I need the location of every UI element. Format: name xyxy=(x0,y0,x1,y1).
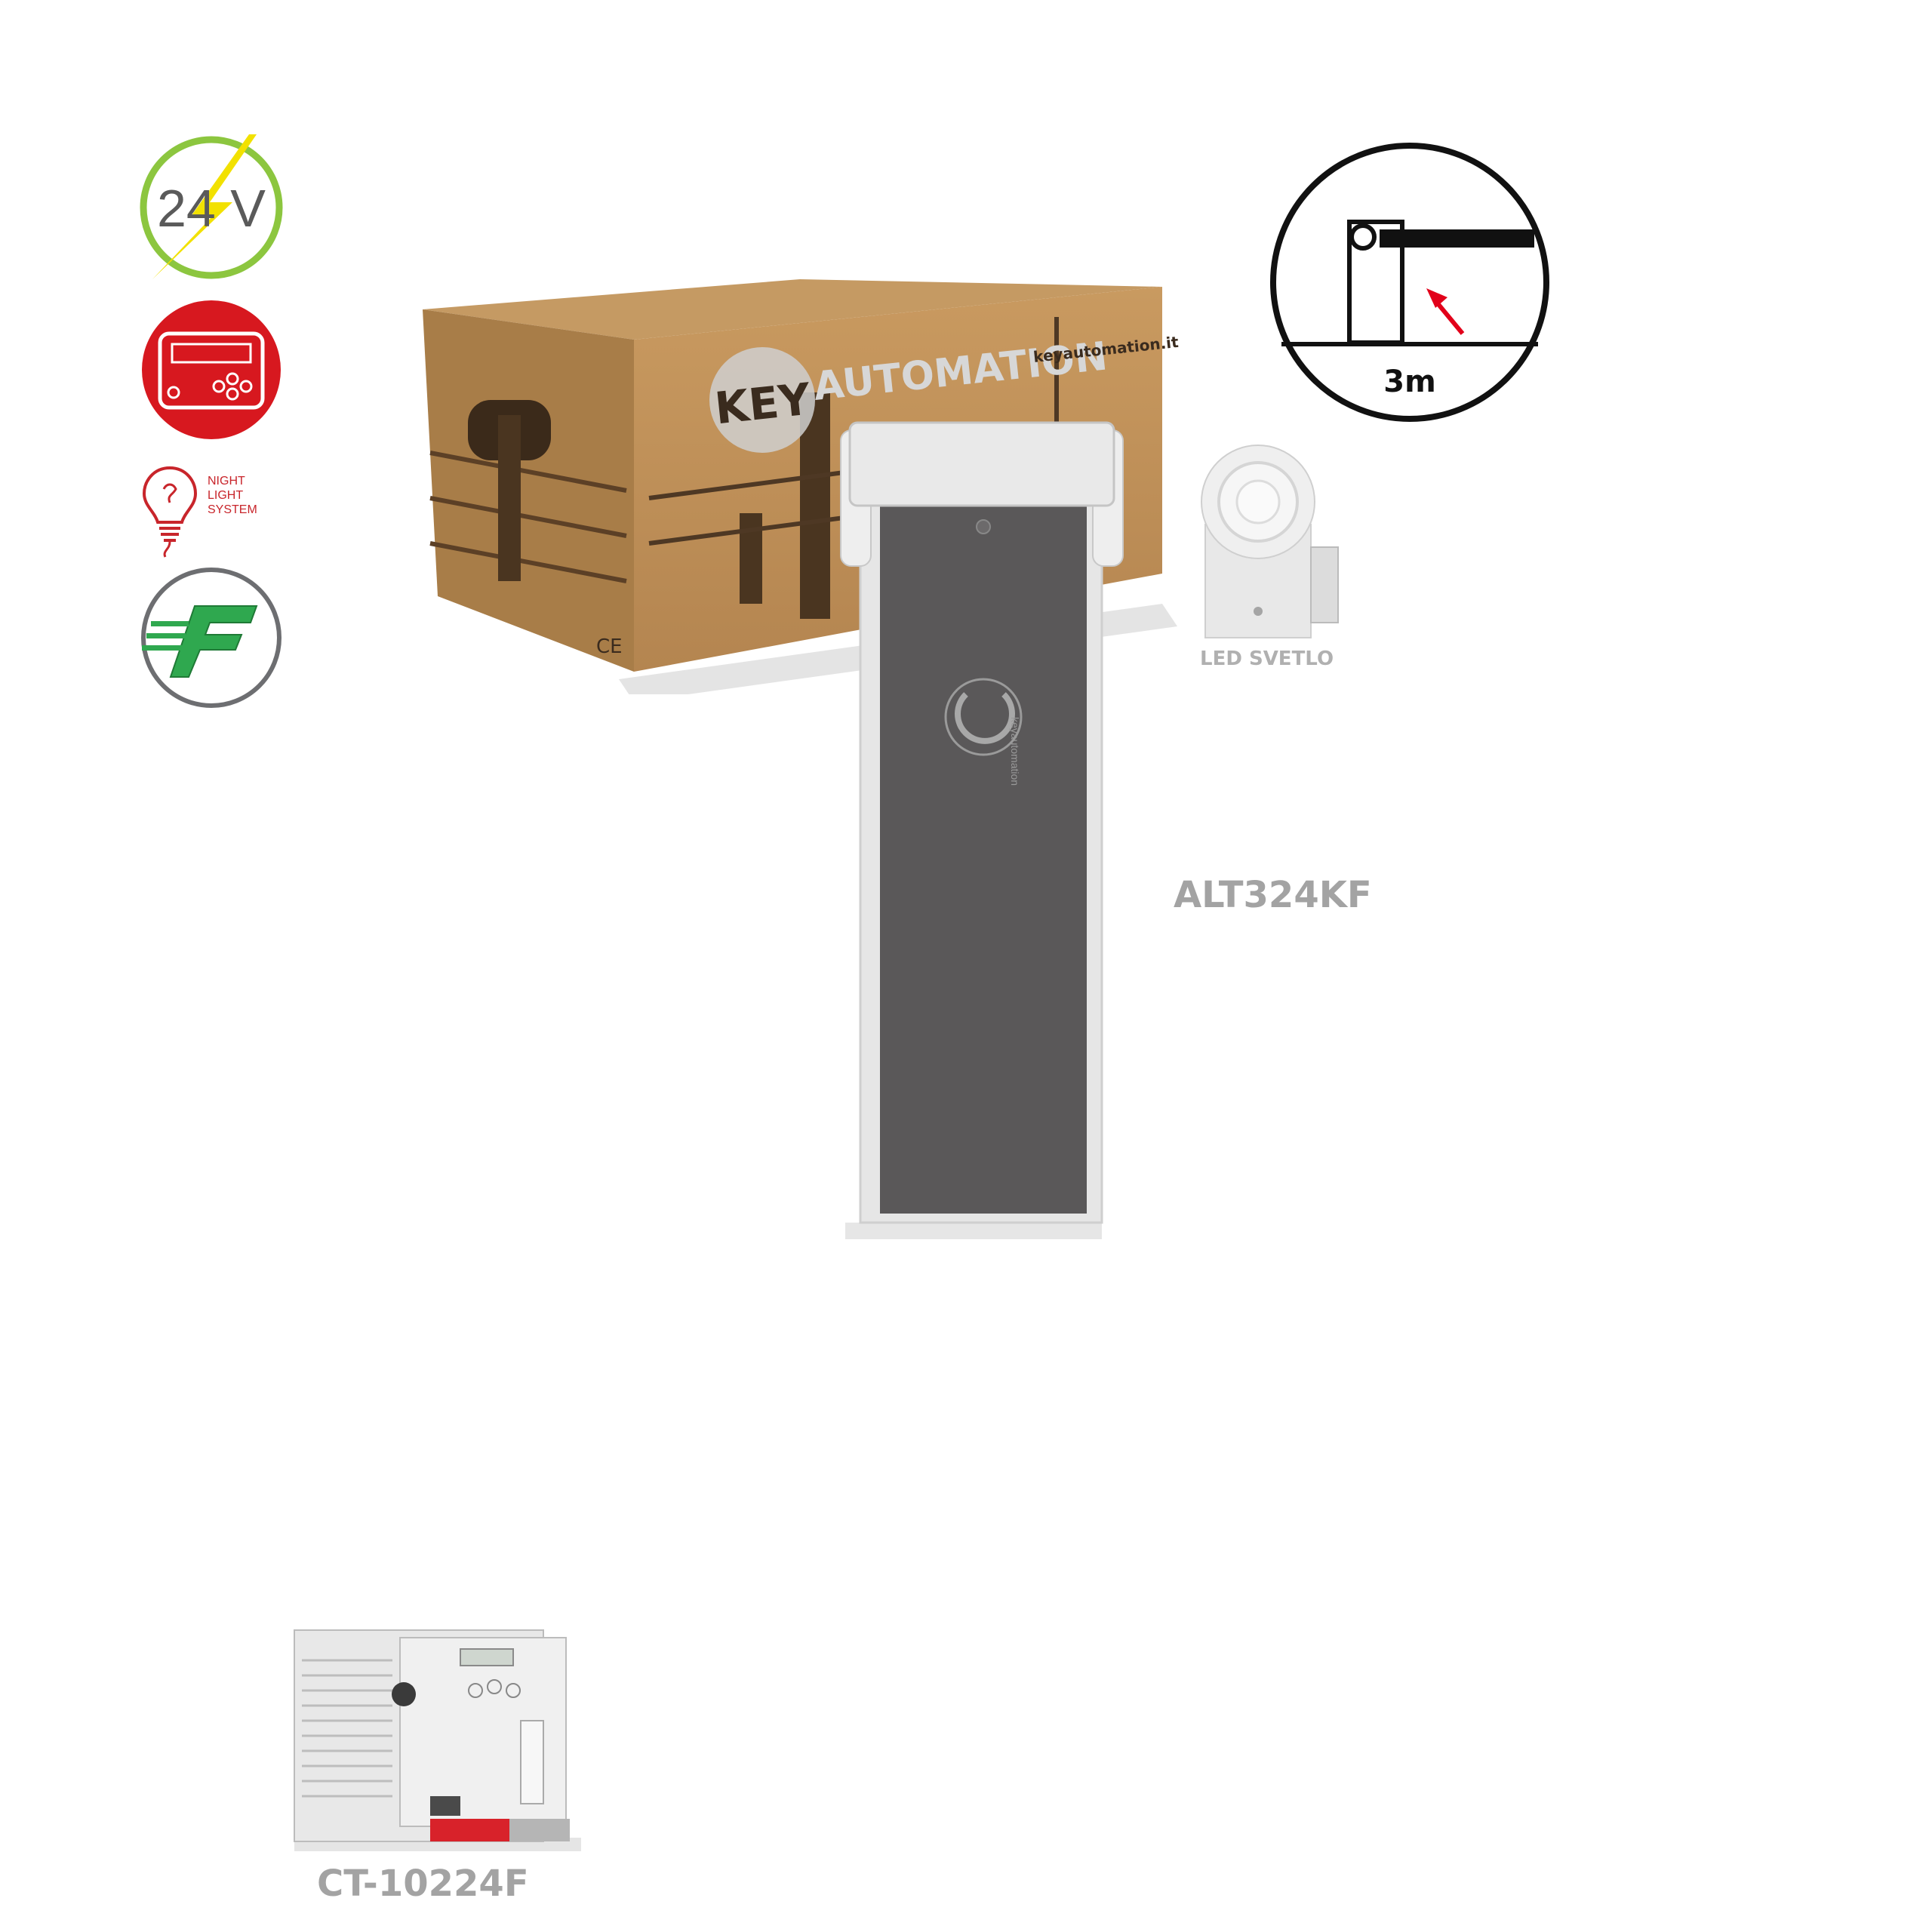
box-brand-key: KEY xyxy=(712,373,814,434)
box-ce-mark: CE xyxy=(596,635,623,658)
fast-f-icon xyxy=(141,568,281,708)
night-light-badge: NIGHT LIGHT SYSTEM xyxy=(140,460,291,558)
night-line-2: LIGHT xyxy=(208,489,244,502)
display-panel-icon xyxy=(142,300,281,439)
length-label: 3m xyxy=(1383,365,1436,399)
voltage-24v-icon: 24 V xyxy=(140,134,283,279)
length-diagram-icon: 3m xyxy=(1270,143,1549,422)
light-bulb-icon xyxy=(142,466,198,558)
barrier-cabinet-image: keyautomation xyxy=(840,421,1124,1239)
barrier-logo-text: keyautomation xyxy=(1009,717,1021,786)
led-light-label: LED SVETLO xyxy=(1200,648,1334,670)
controller-model-label: CT-10224F xyxy=(317,1863,529,1905)
product-model-label: ALT324KF xyxy=(1174,874,1372,916)
night-line-3: SYSTEM xyxy=(208,503,257,516)
night-line-1: NIGHT xyxy=(208,475,245,488)
voltage-label: 24 V xyxy=(157,179,266,238)
controller-board-image xyxy=(294,1629,581,1851)
led-light-image xyxy=(1201,445,1339,638)
